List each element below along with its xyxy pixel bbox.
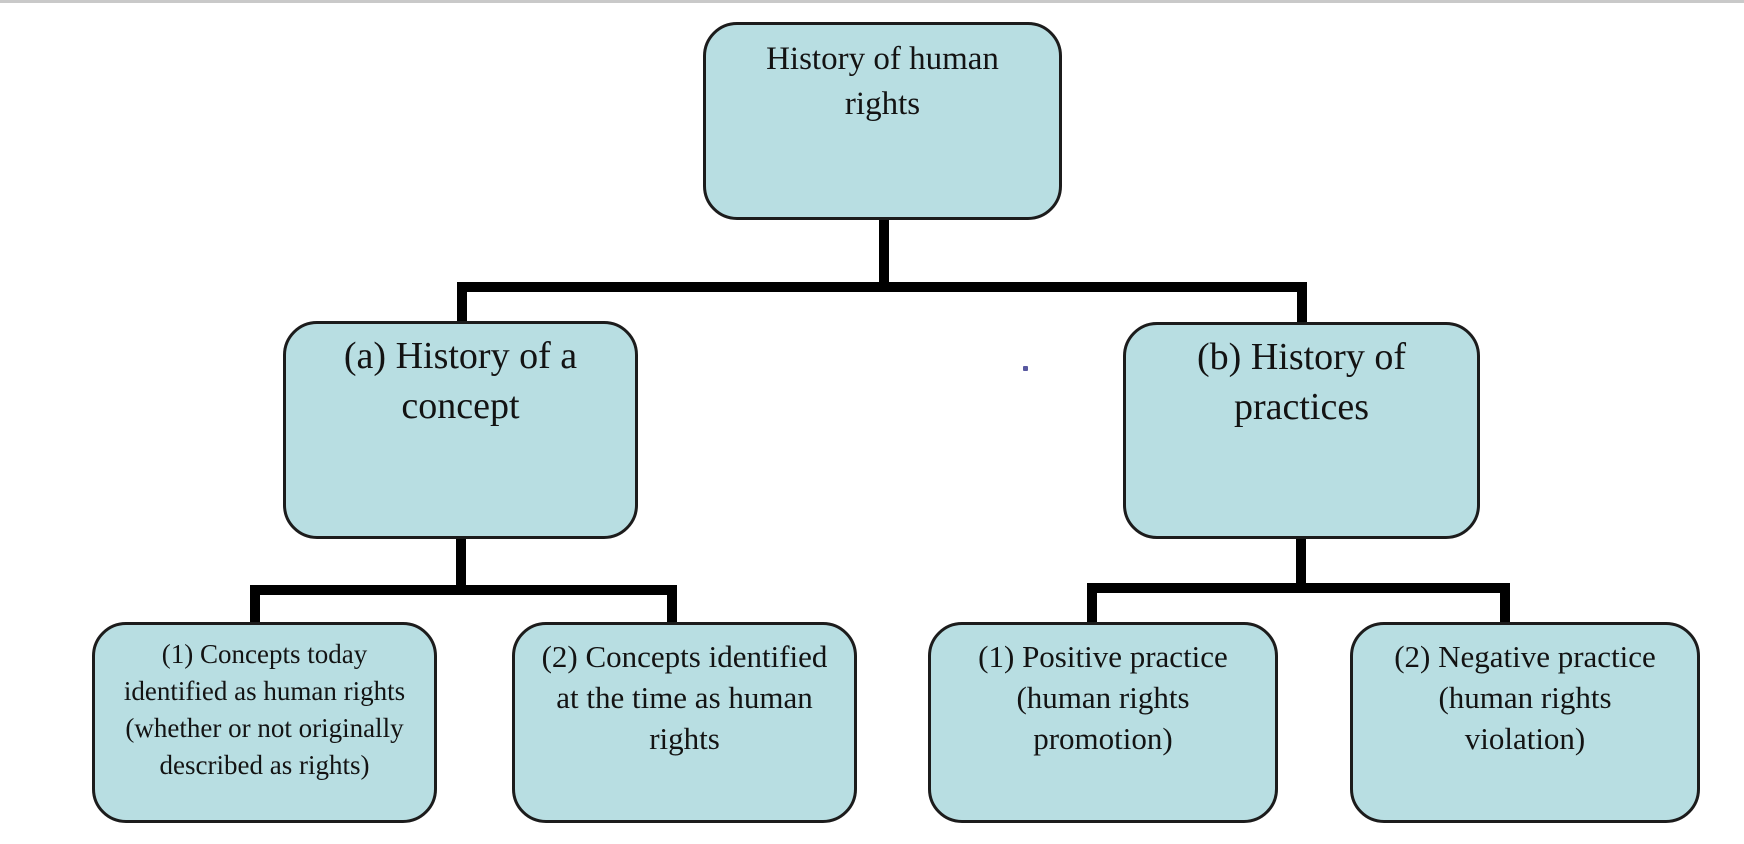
node-history-of-human-rights: History of human rights [703, 22, 1062, 220]
node-history-of-practices-label: (b) History of practices [1197, 336, 1406, 428]
node-history-of-a-concept-label: (a) History of a concept [343, 335, 578, 427]
node-positive-practice-label: (1) Positive practice (human rights prom… [978, 639, 1228, 756]
connector-practices-stub [1296, 536, 1306, 593]
connector-practices-children-bar [1087, 583, 1510, 593]
node-concepts-today-identified: (1) Concepts today identified as human r… [92, 622, 437, 823]
node-concepts-identified-at-the-time: (2) Concepts identified at the time as h… [512, 622, 857, 823]
node-negative-practice-label: (2) Negative practice (human rights viol… [1394, 639, 1656, 756]
node-history-of-human-rights-label: History of human rights [766, 41, 999, 122]
connector-practices-drop [1297, 282, 1307, 325]
connector-concept-children-bar [250, 585, 677, 595]
connector-level2-bar [457, 282, 1307, 292]
page-top-rule [0, 0, 1744, 3]
node-negative-practice: (2) Negative practice (human rights viol… [1350, 622, 1700, 823]
node-history-of-practices: (b) History of practices [1123, 322, 1480, 539]
connector-practices-child1-drop [1087, 583, 1097, 625]
connector-concept-stub [456, 536, 466, 595]
connector-concept-drop [457, 282, 467, 324]
node-positive-practice: (1) Positive practice (human rights prom… [928, 622, 1278, 823]
node-history-of-a-concept: (a) History of a concept [283, 321, 638, 539]
stray-ink-dot [1023, 366, 1028, 371]
connector-concept-child2-drop [667, 585, 677, 625]
node-concepts-identified-at-the-time-label: (2) Concepts identified at the time as h… [541, 639, 828, 756]
node-concepts-today-identified-label: (1) Concepts today identified as human r… [123, 639, 406, 780]
connector-concept-child1-drop [250, 585, 260, 625]
connector-practices-child2-drop [1500, 583, 1510, 625]
connector-root-stub [879, 218, 889, 292]
